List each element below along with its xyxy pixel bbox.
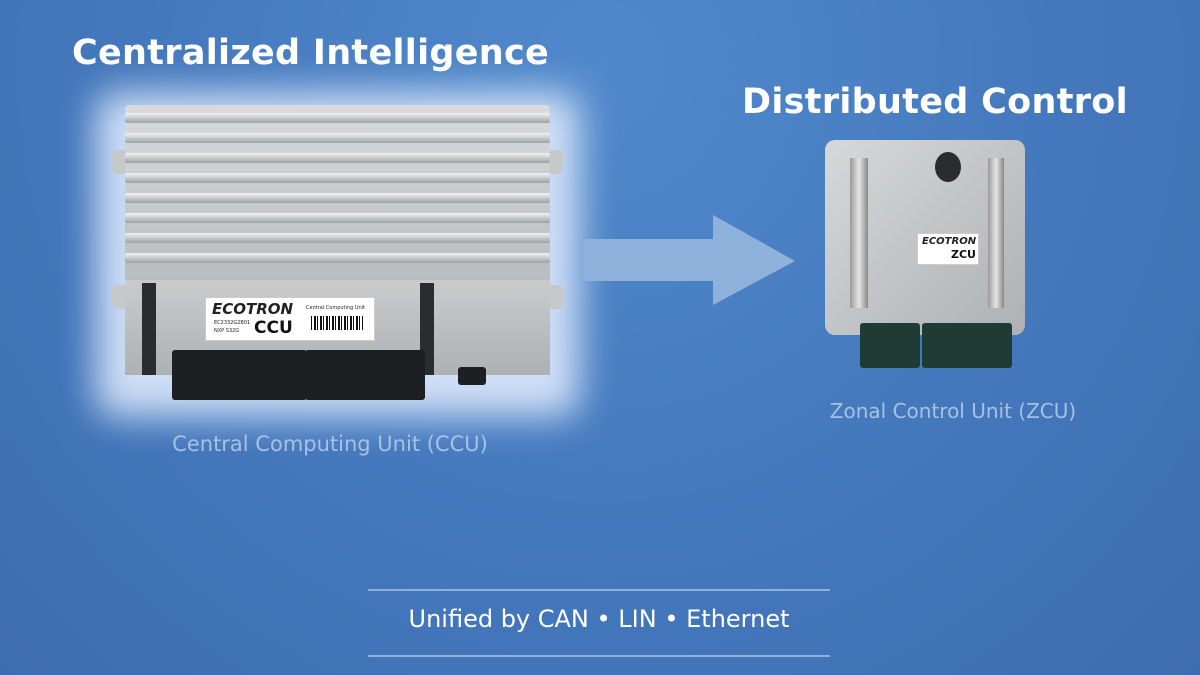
right-title: Distributed Control (742, 82, 1128, 122)
divider-bottom (368, 655, 830, 657)
left-title: Centralized Intelligence (72, 33, 550, 73)
label-part: EC2332G2B01 (214, 320, 251, 326)
ccu-bracket (142, 283, 156, 375)
ccu-heatsink (125, 105, 550, 285)
ccu-device-image: ECOTRON Central Computing Unit EC2332G2B… (110, 105, 565, 405)
zcu-caption: Zonal Control Unit (ZCU) (829, 399, 1077, 423)
arrow-icon (583, 215, 795, 305)
label-chip: NXP S32G (214, 328, 240, 334)
zcu-label: ECOTRON ZCU (917, 233, 979, 265)
ccu-connector (172, 350, 307, 400)
zcu-connector (922, 323, 1012, 368)
footer-text: Unified by CAN • LIN • Ethernet (408, 605, 790, 633)
ccu-connector (305, 350, 425, 400)
zcu-rib (988, 158, 1004, 308)
zcu-device-image: ECOTRON ZCU (820, 140, 1030, 370)
label-model: CCU (254, 318, 293, 338)
ccu-port (458, 367, 486, 385)
barcode (311, 316, 363, 330)
zcu-vent (935, 152, 961, 182)
label-model: ZCU (951, 248, 976, 261)
zcu-connector (860, 323, 920, 368)
brand-logo: ECOTRON (922, 236, 977, 247)
divider-top (368, 589, 830, 591)
zcu-rib (850, 158, 868, 308)
label-subtitle: Central Computing Unit (306, 305, 366, 311)
ccu-label: ECOTRON Central Computing Unit EC2332G2B… (205, 297, 375, 341)
ccu-caption: Central Computing Unit (CCU) (172, 432, 488, 456)
brand-logo: ECOTRON (212, 300, 294, 318)
